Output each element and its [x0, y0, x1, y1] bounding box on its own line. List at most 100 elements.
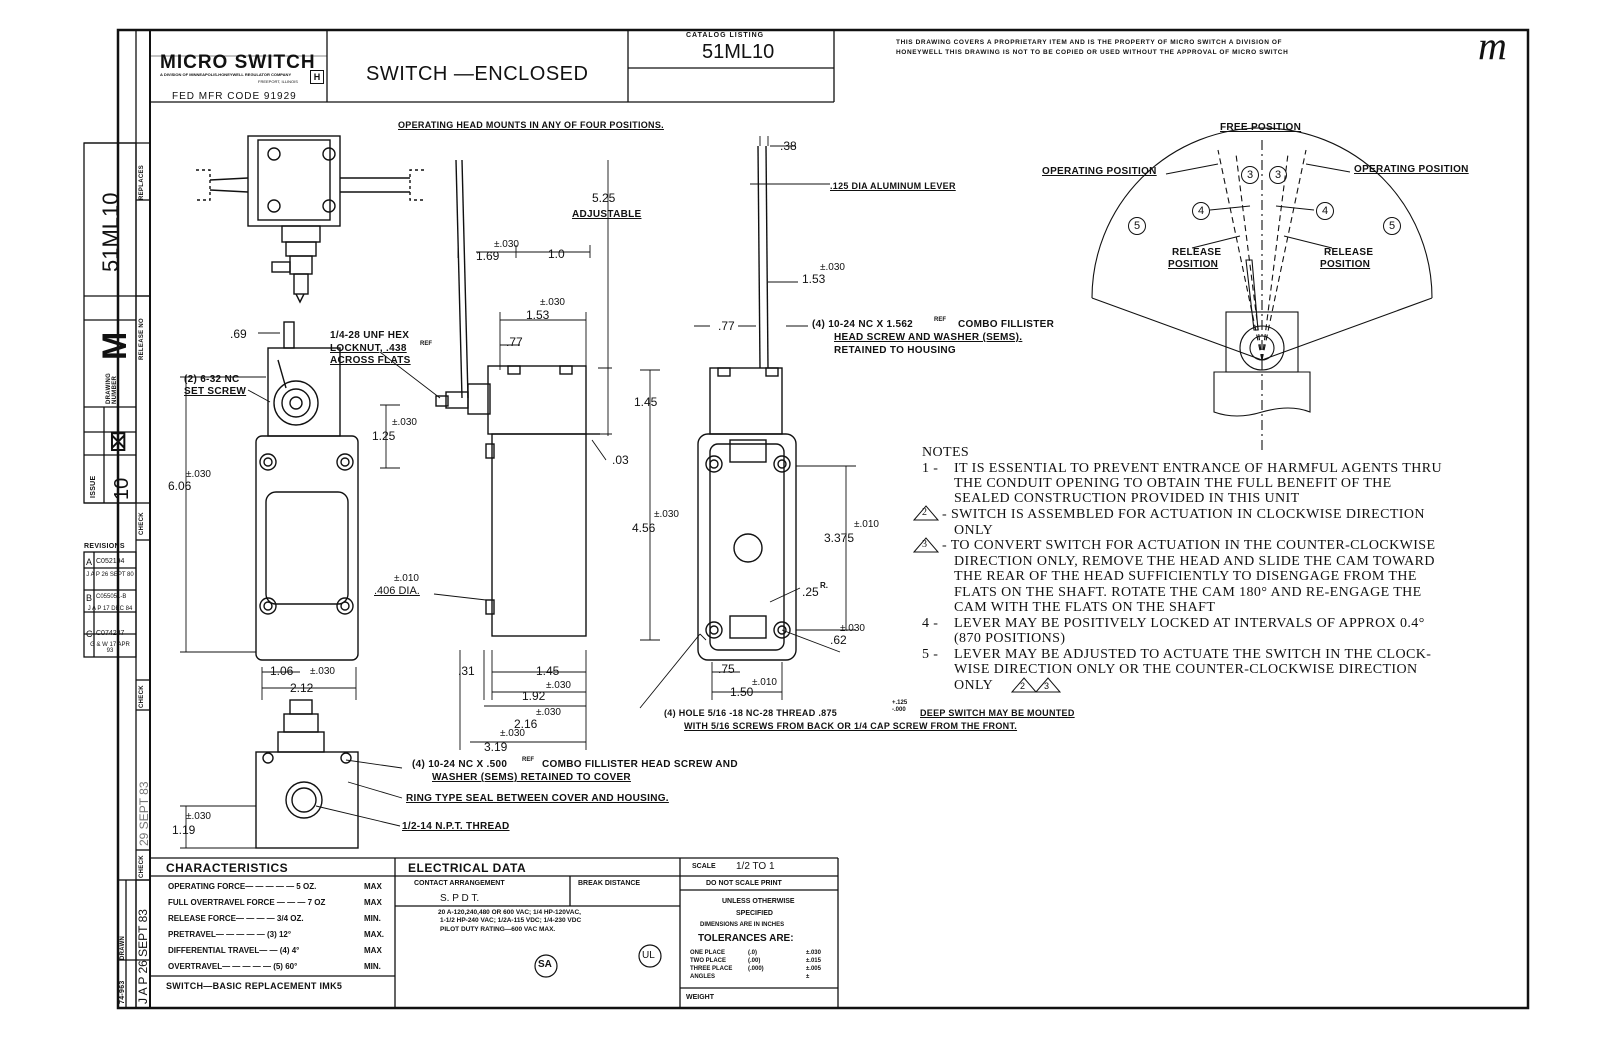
tol-row-three-place-fmt: (.000) [748, 966, 764, 972]
note-3-line-a: - TO CONVERT SWITCH FOR ACTUATION IN THE… [942, 538, 1436, 553]
note-1-line-a: IT IS ESSENTIAL TO PREVENT ENTRANCE OF H… [954, 461, 1442, 476]
side-drawing-number: 51ML10 [98, 192, 123, 272]
callout-fillister-2: HEAD SCREW AND WASHER (SEMS). [834, 332, 1023, 343]
dim-31: .31 [458, 664, 475, 678]
revision-c-letter: C [86, 629, 93, 639]
tol-row-angles-label: ANGLES [690, 974, 716, 980]
note-4-line-b: (870 POSITIONS) [954, 631, 1066, 646]
dim-216: 2.16 [514, 717, 538, 731]
tol-row-three-place-val: ±.005 [806, 966, 821, 972]
dim-319-tol: ±.030 [500, 728, 525, 739]
dim-77-side: .77 [506, 335, 523, 349]
callout-ring-seal: RING TYPE SEAL BETWEEN COVER AND HOUSING… [406, 793, 669, 804]
rating-line-1: 20 A-120,240,480 OR 600 VAC; 1/4 HP-120V… [438, 909, 581, 916]
operating-position-left-label: OPERATING POSITION [1042, 166, 1157, 177]
callout-hole-1: (4) HOLE 5/16 -18 NC-28 THREAD .875 [664, 708, 838, 718]
release-right-label-1: RELEASE [1324, 247, 1374, 258]
note-3-flag: 3 [922, 539, 928, 550]
free-position-label: FREE POSITION [1220, 122, 1302, 133]
check-label-top: CHECK [139, 512, 145, 535]
rating-line-2: 1-1/2 HP-240 VAC; 1/2A-115 VDC; 1/4-230 … [440, 917, 582, 924]
micro-switch-m-logo: m [1478, 23, 1507, 68]
revision-a-code: C052194 [96, 558, 125, 565]
note-1-number: 1 - [922, 461, 939, 476]
note-3-line-c: THE REAR OF THE HEAD SUFFICIENTLY TO DIS… [954, 569, 1417, 584]
check-label-bottom: CHECK [139, 855, 145, 878]
dim-69: .69 [230, 327, 247, 341]
note-5-number: 5 - [922, 647, 939, 662]
callout-locknut-2: LOCKNUT, .438 [330, 343, 407, 354]
dim-606: 6.06 [168, 479, 192, 493]
note-5-flag-3: 3 [1044, 681, 1050, 691]
marker-4-right: 4 [1316, 202, 1334, 220]
unless-otherwise-1: UNLESS OTHERWISE [722, 898, 795, 905]
callout-locknut-1: 1/4-28 UNF HEX [330, 330, 410, 341]
dim-03: .03 [612, 453, 629, 467]
rating-line-3: PILOT DUTY RATING—600 VAC MAX. [440, 926, 556, 933]
operating-position-right-label: OPERATING POSITION [1354, 164, 1469, 175]
dim-153-rear-tol: ±.030 [820, 262, 845, 273]
ul-mark: UL [642, 950, 655, 961]
callout-hole-tolerance: +.125 -.000 [892, 700, 908, 713]
drawing-letter: M [96, 331, 134, 360]
revision-c-date: G & W 17 APR 93 [90, 642, 130, 654]
issue-value: 10 [111, 477, 133, 500]
csa-mark: SA [538, 959, 552, 970]
dim-216-tol: ±.030 [536, 707, 561, 718]
tol-row-three-place-label: THREE PLACE [690, 966, 733, 972]
dim-169: 1.69 [476, 249, 500, 263]
release-right-label-2: POSITION [1320, 259, 1371, 270]
callout-fillister-1b: COMBO FILLISTER [958, 319, 1055, 330]
note-1-line-b: THE CONDUIT OPENING TO OBTAIN THE FULL B… [954, 476, 1392, 491]
proprietary-notice-line-2: HONEYWELL THIS DRAWING IS NOT TO BE COPI… [896, 49, 1289, 56]
dim-192: 1.92 [522, 689, 546, 703]
honeywell-h-mark: H [310, 70, 324, 84]
scale-label: SCALE [692, 863, 716, 870]
note-4-number: 4 - [922, 616, 939, 631]
marker-3-right: 3 [1269, 166, 1287, 184]
release-no-label: RELEASE NO [139, 317, 145, 360]
tolerances-heading: TOLERANCES ARE: [698, 933, 794, 944]
callout-set-screw-1: (2) 6-32 NC [184, 374, 240, 385]
weight-label: WEIGHT [686, 994, 714, 1001]
drawing-number-label: DRAWING NUMBER [106, 372, 118, 404]
tol-row-angles-val: ± [806, 974, 810, 980]
dim-169-tol: ±.030 [494, 239, 519, 250]
revision-a-letter: A [86, 557, 93, 567]
contact-arrangement-label: CONTACT ARRANGEMENT [414, 880, 505, 887]
marker-5-right: 5 [1383, 217, 1401, 235]
dim-606-tol: ±.030 [186, 469, 211, 480]
callout-hole-1b: DEEP SWITCH MAY BE MOUNTED [920, 708, 1075, 718]
note-2-line-b: ONLY [954, 523, 994, 538]
char-row-differential-travel: DIFFERENTIAL TRAVEL— — (4) 4°MAX [168, 946, 382, 955]
callout-fillister-3: RETAINED TO HOUSING [834, 345, 957, 356]
scale-value: 1/2 TO 1 [736, 861, 775, 872]
tol-row-two-place-label: TWO PLACE [690, 958, 726, 964]
dim-406-tol: ±.010 [394, 573, 419, 584]
callout-aluminum-lever: .125 DIA ALUMINUM LEVER [830, 181, 956, 191]
dim-153: 1.53 [526, 308, 550, 322]
dim-150: 1.50 [730, 685, 754, 699]
drawing-title: SWITCH —ENCLOSED [366, 63, 589, 85]
dim-10: 1.0 [548, 247, 565, 261]
tol-row-two-place-fmt: (.00) [748, 958, 761, 964]
dim-153-rear: 1.53 [802, 272, 826, 286]
dim-25r-suffix: R. [820, 581, 828, 590]
callout-fillister-1: (4) 10-24 NC X 1.562 [812, 319, 914, 330]
unless-otherwise-3: DIMENSIONS ARE IN INCHES [700, 922, 785, 928]
char-row-pretravel: PRETRAVEL— — — — — (3) 12°MAX. [168, 930, 384, 939]
callout-npt-thread: 1/2-14 N.P.T. THREAD [402, 821, 510, 832]
callout-set-screw-2: SET SCREW [184, 386, 247, 397]
company-city: FREEPORT, ILLINOIS [258, 79, 298, 84]
drawn-value: J A P 26 SEPT 83 [136, 909, 150, 1004]
dim-212: 2.12 [290, 681, 314, 695]
char-row-operating-force: OPERATING FORCE— — — — — 5 OZ.MAX [168, 882, 382, 891]
do-not-scale-print: DO NOT SCALE PRINT [706, 880, 782, 887]
note-3-line-e: CAM WITH THE FLATS ON THE SHAFT [954, 600, 1216, 615]
company-subtitle: A DIVISION OF MINNEAPOLIS-HONEYWELL REGU… [160, 72, 292, 77]
drawn-label: DRAWN [120, 935, 126, 960]
revisions-label: REVISIONS [84, 543, 125, 550]
company-logo: MICRO SWITCH [160, 52, 316, 73]
